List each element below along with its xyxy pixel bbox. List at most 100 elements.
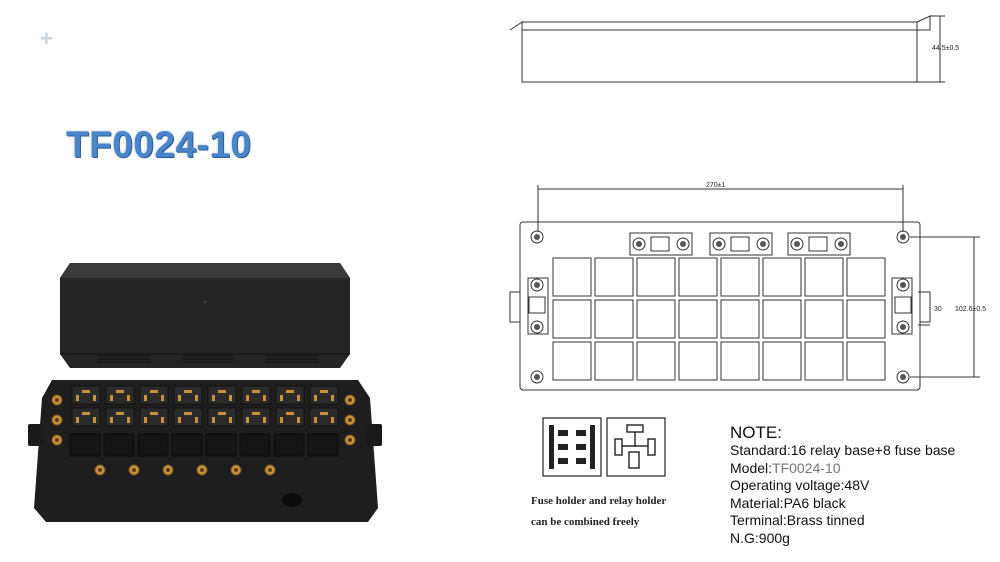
relay-pin [76, 395, 79, 401]
brass-terminal-hole [55, 438, 59, 442]
mount-hole [676, 237, 690, 251]
socket-cell [804, 299, 844, 339]
fuse-sockets [69, 433, 339, 457]
mount-hole [530, 370, 544, 384]
fuse-socket [273, 433, 305, 457]
socket-cell [720, 257, 760, 297]
socket-cell [720, 299, 760, 339]
socket-cell [678, 341, 718, 381]
relay-pin [280, 395, 283, 401]
brass-terminal-hole [268, 468, 272, 472]
relay-pin [184, 412, 192, 415]
socket-cell [636, 341, 676, 381]
socket-cell [594, 257, 634, 297]
product-title: TF0024-10 [66, 124, 252, 165]
fuse-socket [307, 433, 339, 457]
top-view [509, 185, 980, 391]
socket-cell [762, 341, 802, 381]
relay-pin [320, 412, 328, 415]
relay-pin [246, 395, 249, 401]
relay-pin [252, 390, 260, 393]
length-dimension: 270±1 [706, 182, 726, 189]
cable-entry-hole [282, 493, 302, 507]
relay-pin [320, 390, 328, 393]
lid-vents [98, 355, 318, 363]
brass-terminal-hole [348, 398, 352, 402]
socket-cell [804, 341, 844, 381]
socket-cell [678, 299, 718, 339]
relay-pin [116, 412, 124, 415]
relay-pin [76, 417, 79, 423]
relay-pin [150, 390, 158, 393]
mount-hole [530, 278, 544, 292]
socket-cell [636, 257, 676, 297]
mount-hole-center [794, 241, 800, 247]
mount-hole-center [838, 241, 844, 247]
socket-cell [636, 299, 676, 339]
relay-pin [178, 417, 181, 423]
mount-hole [834, 237, 848, 251]
height-dimension: 44.5±0.5 [932, 45, 959, 52]
brass-terminal-hole [234, 468, 238, 472]
spec-weight: N.G:900g [730, 529, 790, 546]
fuse-socket [205, 433, 237, 457]
relay-pin [195, 417, 198, 423]
relay-pin [110, 395, 113, 401]
mount-hole-center [636, 241, 642, 247]
relay-pin [229, 395, 232, 401]
fuse-socket [171, 433, 203, 457]
socket-cell [594, 299, 634, 339]
relay-pin [93, 417, 96, 423]
relay-pin [218, 390, 226, 393]
mount-hole [896, 320, 910, 334]
relay-socket-icon [606, 417, 666, 477]
spec-notes: NOTE: Standard:16 relay base+8 fuse base… [730, 423, 955, 547]
side-elevation [509, 15, 945, 83]
mount-hole [712, 237, 726, 251]
socket-cell [720, 341, 760, 381]
mount-hole [896, 278, 910, 292]
socket-cell [762, 299, 802, 339]
relay-pin [93, 395, 96, 401]
mount-hole-center [534, 234, 540, 240]
relay-pin [82, 412, 90, 415]
brass-terminal-hole [98, 468, 102, 472]
mount-hole-center [680, 241, 686, 247]
notes-heading: NOTE: [730, 423, 782, 442]
relay-pin [314, 417, 317, 423]
mount-hole-center [534, 374, 540, 380]
relay-pin [161, 395, 164, 401]
lid-body [60, 263, 350, 368]
relay-pin [110, 417, 113, 423]
relay-pin [280, 417, 283, 423]
mount-holes [530, 230, 910, 384]
brass-terminal-hole [200, 468, 204, 472]
socket-cell [804, 257, 844, 297]
mount-spacing-dimension: 30 [934, 306, 942, 313]
fuse-relay-icon [542, 417, 602, 477]
socket-cell [552, 341, 592, 381]
relay-pin [150, 412, 158, 415]
fuse-socket [103, 433, 135, 457]
relay-pin [331, 417, 334, 423]
legend-line-1: Fuse holder and relay holder [531, 495, 667, 507]
width-dimension: 102.6±0.5 [955, 306, 986, 313]
legend-line-2: can be combined freely [531, 516, 640, 528]
spec-voltage: Operating voltage:48V [730, 477, 870, 493]
mount-hole-center [900, 282, 906, 288]
socket-cell [762, 257, 802, 297]
socket-cell [846, 341, 886, 381]
relay-pin [331, 395, 334, 401]
mount-hole-center [534, 324, 540, 330]
relay-pin [246, 417, 249, 423]
relay-sockets [71, 385, 339, 427]
relay-pin [212, 417, 215, 423]
base-clip-left [28, 424, 44, 446]
relay-pin [161, 417, 164, 423]
mount-hole [896, 230, 910, 244]
spec-model-label: Model: [730, 459, 773, 476]
relay-pin [212, 395, 215, 401]
lid-dot [203, 300, 207, 304]
relay-pin [286, 412, 294, 415]
